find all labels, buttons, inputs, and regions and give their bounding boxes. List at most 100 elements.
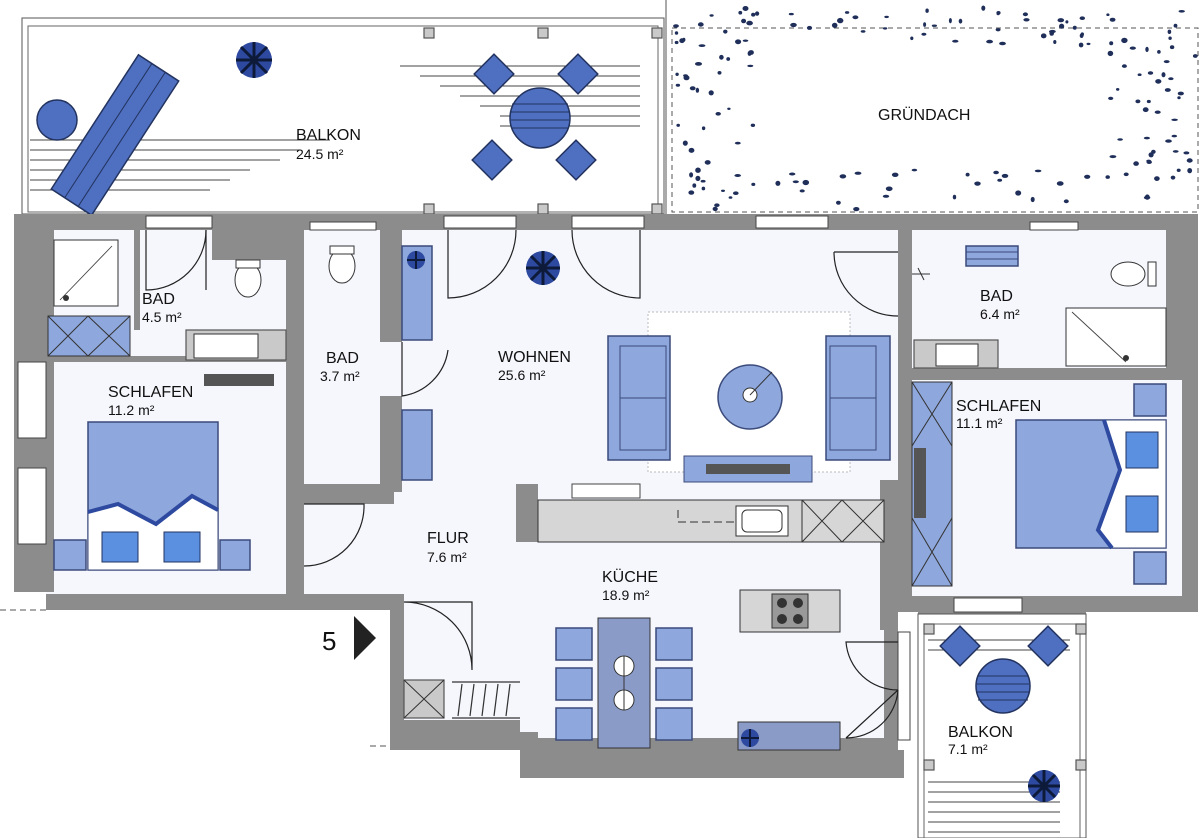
gravel-dot [1146, 99, 1151, 104]
gravel-dot [750, 123, 756, 128]
wohnen-name: WOHNEN [498, 349, 571, 366]
gravel-dot [1186, 158, 1193, 163]
gravel-dot [675, 83, 681, 87]
gravel-dot [802, 179, 810, 186]
gravel-dot [1078, 42, 1084, 48]
windows [17, 215, 1079, 741]
gravel-dot [734, 174, 741, 177]
gravel-dot [996, 12, 1000, 16]
gravel-dot [993, 170, 999, 175]
gravel-dot [695, 175, 701, 182]
gravel-dot [1063, 199, 1069, 204]
side-table [36, 99, 78, 141]
gravel-dot [925, 8, 929, 13]
gravel-dot [719, 54, 724, 60]
gravel-dot [997, 178, 1003, 182]
gravel-dot [788, 12, 794, 16]
gravel-dot [789, 172, 796, 176]
gravel-dot [1121, 64, 1127, 68]
gravel-dot [701, 186, 706, 191]
wohnen-area: 25.6 m² [498, 367, 546, 383]
gravel-dot [852, 15, 859, 20]
bad-mid-name: BAD [326, 350, 359, 367]
bad-mid-area: 3.7 m² [320, 368, 360, 384]
gravel-dot [747, 64, 754, 68]
gravel-dot [733, 191, 739, 195]
gravel-dot [689, 172, 694, 178]
gravel-dot [1109, 41, 1114, 46]
gravel-dot [799, 189, 805, 193]
gravel-dot [1161, 72, 1166, 78]
bad-right-fixtures: BAD 6.4 m² [912, 245, 1167, 369]
gravel-dot [1030, 196, 1035, 203]
gravel-dot [1167, 29, 1172, 34]
gravel-dot [742, 6, 749, 11]
gravel-dot [1109, 17, 1116, 22]
gravel-dot [844, 11, 850, 14]
gravel-dot [1163, 60, 1170, 64]
door-swings [145, 229, 899, 739]
gravel-dot [1173, 23, 1178, 28]
gravel-dot [712, 206, 718, 212]
schlafen-right-area: 11.1 m² [956, 415, 1003, 431]
gruendach-name: GRÜNDACH [878, 106, 970, 124]
gravel-dot [860, 30, 866, 33]
gravel-dot [1109, 155, 1117, 159]
gravel-dot [751, 12, 756, 17]
flur-items: FLUR 7.6 m² [403, 530, 520, 719]
gravel-dot [742, 39, 749, 42]
gravel-dot [836, 200, 841, 205]
gravel-dot [1121, 37, 1128, 44]
gravel-dot [674, 40, 679, 45]
gravel-dot [1123, 172, 1129, 177]
gravel-dot [682, 140, 688, 146]
gravel-dot [831, 22, 838, 28]
gravel-dot [692, 183, 697, 188]
gravel-dot [1072, 25, 1077, 30]
schlafen-left-area: 11.2 m² [108, 402, 155, 418]
gravel-dot [698, 44, 706, 47]
bad-right-area: 6.4 m² [980, 306, 1020, 322]
gravel-dot [948, 18, 952, 24]
gravel-dot [1116, 88, 1120, 91]
gravel-dot [717, 71, 722, 75]
gravel-dot [1086, 42, 1091, 46]
gravel-dot [689, 86, 696, 91]
gravel-dot [728, 196, 733, 199]
gravel-dot [734, 141, 741, 145]
gravel-dot [1169, 45, 1175, 50]
balkon-small-name: BALKON [948, 724, 1013, 741]
gravel-dot [1146, 159, 1152, 163]
balcony-table-set [471, 53, 599, 181]
gravel-dot [695, 87, 700, 93]
gravel-dot [1168, 36, 1172, 40]
gravel-dot [741, 18, 747, 24]
gravel-dot [695, 62, 702, 66]
gravel-dot [1155, 79, 1162, 84]
gravel-dot [792, 180, 799, 184]
gravel-dot [1183, 151, 1190, 155]
gravel-dot [1084, 174, 1091, 179]
gravel-dot [673, 24, 679, 28]
gravel-dot [931, 24, 938, 27]
gravel-dot [1168, 77, 1174, 81]
gravel-dot [726, 57, 731, 61]
gravel-dot [1177, 96, 1181, 100]
gravel-dot [952, 194, 957, 200]
gravel-dot [1143, 195, 1151, 200]
schlafen-left-furniture: SCHLAFEN 11.2 m² [53, 384, 251, 571]
gravel-dot [952, 39, 959, 43]
gravel-dot [688, 190, 695, 195]
flur-area: 7.6 m² [427, 549, 467, 565]
gravel-dot [839, 174, 847, 179]
gravel-dot [854, 171, 862, 175]
gravel-dot [891, 172, 899, 177]
gravel-dot [700, 179, 706, 183]
gravel-dot [714, 203, 720, 207]
plant-icon [236, 42, 272, 78]
gravel-dot [679, 38, 685, 44]
gravel-dot [1079, 33, 1084, 38]
gravel-dot [1057, 18, 1065, 23]
schlafen-right-furniture: SCHLAFEN 11.1 m² [911, 381, 1167, 587]
bad-left-fixtures: BAD 4.5 m² [47, 239, 287, 386]
